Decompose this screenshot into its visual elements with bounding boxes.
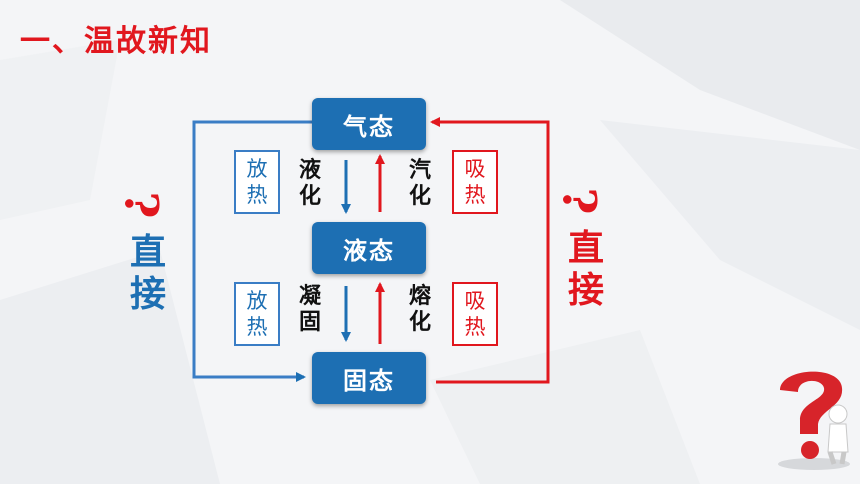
heat-char: 热 [464,315,486,339]
label-char: 化 [298,184,321,209]
state-solid: 固态 [312,352,426,404]
label-char: 液 [298,158,321,183]
label-char: 汽 [408,158,431,183]
label-char: 固 [298,310,321,335]
side-label-direct-right: 直 接 [562,228,610,312]
heat-char: 放 [246,157,268,181]
label-char: 化 [408,310,431,335]
heat-char: 吸 [464,157,486,181]
side-char: 直 [567,228,604,269]
label-char: 熔 [408,284,431,309]
label-char: 化 [408,184,431,209]
label-char: 凝 [298,284,321,309]
question-mark-figure-icon [778,371,850,470]
heat-absorb-lower: 吸 热 [452,282,498,346]
heat-char: 放 [246,289,268,313]
label-solidification: 凝 固 [296,284,324,336]
label-vaporization: 汽 化 [406,158,434,210]
side-char: 接 [129,274,166,315]
state-gas: 气态 [312,98,426,150]
heat-char: 吸 [464,289,486,313]
question-mark-left: ? [114,191,169,219]
heat-release-lower: 放 热 [234,282,280,346]
label-liquefaction: 液 化 [296,158,324,210]
heat-char: 热 [246,315,268,339]
heat-absorb-upper: 吸 热 [452,150,498,214]
page-title: 一、温故新知 [20,24,212,59]
heat-char: 热 [246,183,268,207]
state-liquid: 液态 [312,222,426,274]
side-char: 直 [129,232,166,273]
heat-release-upper: 放 热 [234,150,280,214]
heat-char: 热 [464,183,486,207]
side-char: 接 [567,270,604,311]
label-melting: 熔 化 [406,284,434,336]
side-label-direct-left: 直 接 [124,232,172,316]
question-mark-right: ? [552,187,607,215]
